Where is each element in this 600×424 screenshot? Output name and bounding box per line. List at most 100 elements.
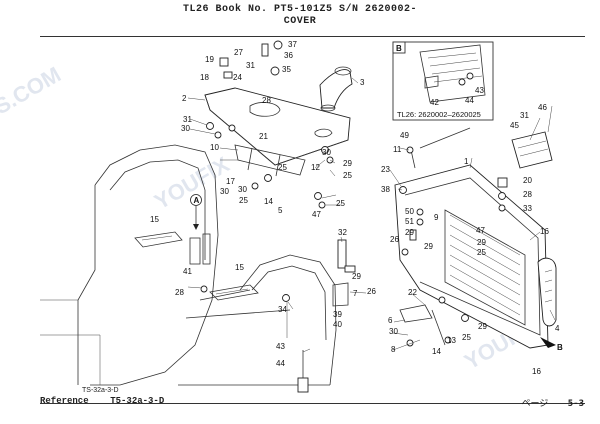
section-title: COVER [283,16,317,27]
drawing-reference: TS-32a-3-D [82,387,119,394]
callout-36: 36 [284,51,293,60]
callout-29c: 29 [477,238,486,247]
callout-12: 12 [311,163,320,172]
callout-35: 35 [282,65,291,74]
leader-lines [187,77,556,353]
view-letter-b: B [557,343,563,352]
callout-15: 15 [150,215,159,224]
callout-24: 24 [233,73,242,82]
inset-caption: TL26: 2620002–2620025 [397,110,481,119]
callout-28c: 28 [523,190,532,199]
callout-42: 42 [430,98,439,107]
callout-30d: 30 [238,185,247,194]
callout-3: 3 [360,78,365,87]
callout-32: 32 [338,228,347,237]
callout-30b: 30 [322,148,331,157]
callout-51: 51 [405,217,414,226]
view-letter-a: A [194,196,200,205]
gas-damper [337,239,356,273]
callout-29e: 29 [424,242,433,251]
callout-44: 44 [465,96,474,105]
callout-25e: 25 [462,333,471,342]
callout-33: 33 [523,204,532,213]
callout-6: 6 [388,316,393,325]
seat-pad-left [134,231,183,248]
inset-label: B [396,44,402,53]
callout-47b: 47 [476,226,485,235]
callout-9: 9 [434,213,439,222]
caps-right [497,177,508,212]
footer-rule [40,403,585,404]
callout-16: 16 [540,227,549,236]
callout-50: 50 [405,207,414,216]
callout-31b: 31 [520,111,529,120]
bracket-assembly [234,144,306,177]
latch-44 [297,350,309,393]
callout-30e: 30 [389,327,398,336]
callout-37: 37 [288,40,297,49]
callout-18: 18 [200,73,209,82]
callout-28b: 28 [175,288,184,297]
page-label: ページ [521,399,549,409]
callout-13: 13 [447,336,456,345]
callout-43b: 43 [475,86,484,95]
callout-31: 31 [246,61,255,70]
fastener-group-top [219,40,283,79]
watermark: S.COM [0,62,65,120]
callout-4: 4 [555,324,560,333]
bracket-41 [189,233,211,265]
reference-value: T5-32a-3-D [110,396,165,406]
callout-27: 27 [234,48,243,57]
callout-29d: 29 [478,322,487,331]
callout-10: 10 [210,143,219,152]
grommet-45 [511,131,553,169]
small-fasteners [200,122,334,302]
callout-21: 21 [259,132,268,141]
callout-30: 30 [181,124,190,133]
callout-28: 28 [262,96,271,105]
callout-15b: 15 [235,263,244,272]
callout-38: 38 [381,185,390,194]
footer-page: ページ 5-3 [521,396,584,409]
callout-47: 47 [312,210,321,219]
exhaust-elbow [319,66,353,112]
lower-hinge [399,296,469,347]
callout-25f: 25 [239,196,248,205]
callout-7: 7 [353,289,358,298]
seat-pad-right [209,284,259,301]
header-rule [40,36,585,37]
callout-23: 23 [381,165,390,174]
callout-31a: 31 [183,115,192,124]
bracket-7 [332,282,349,307]
callout-26: 26 [367,287,376,296]
callout-44b: 44 [276,359,285,368]
callout-25: 25 [343,171,352,180]
callout-34: 34 [278,305,287,314]
callout-14b: 14 [432,347,441,356]
callout-2: 2 [182,94,187,103]
callout-20: 20 [523,176,532,185]
callout-25b: 25 [336,199,345,208]
callout-46: 46 [538,103,547,112]
book-header: TL26 Book No. PT5-101Z5 S/N 2620002- [182,4,418,15]
callout-5: 5 [278,206,283,215]
callout-22: 22 [408,288,417,297]
callout-14: 14 [264,197,273,206]
callout-39: 39 [333,310,342,319]
callout-25d: 25 [477,248,486,257]
callout-25c: 25 [278,163,287,172]
callout-1: 1 [464,157,469,166]
callout-8: 8 [391,345,396,354]
callout-41: 41 [183,267,192,276]
callout-16b: 16 [532,367,541,376]
view-marker-a [190,194,202,230]
callout-49: 49 [400,131,409,140]
reference-label: Reference [40,396,89,406]
radiator-door [394,164,549,349]
callout-40: 40 [333,320,342,329]
inset-view-b [392,41,494,121]
callout-19: 19 [205,55,214,64]
page-number: 5-3 [567,399,584,409]
callout-29f: 29 [405,228,414,237]
